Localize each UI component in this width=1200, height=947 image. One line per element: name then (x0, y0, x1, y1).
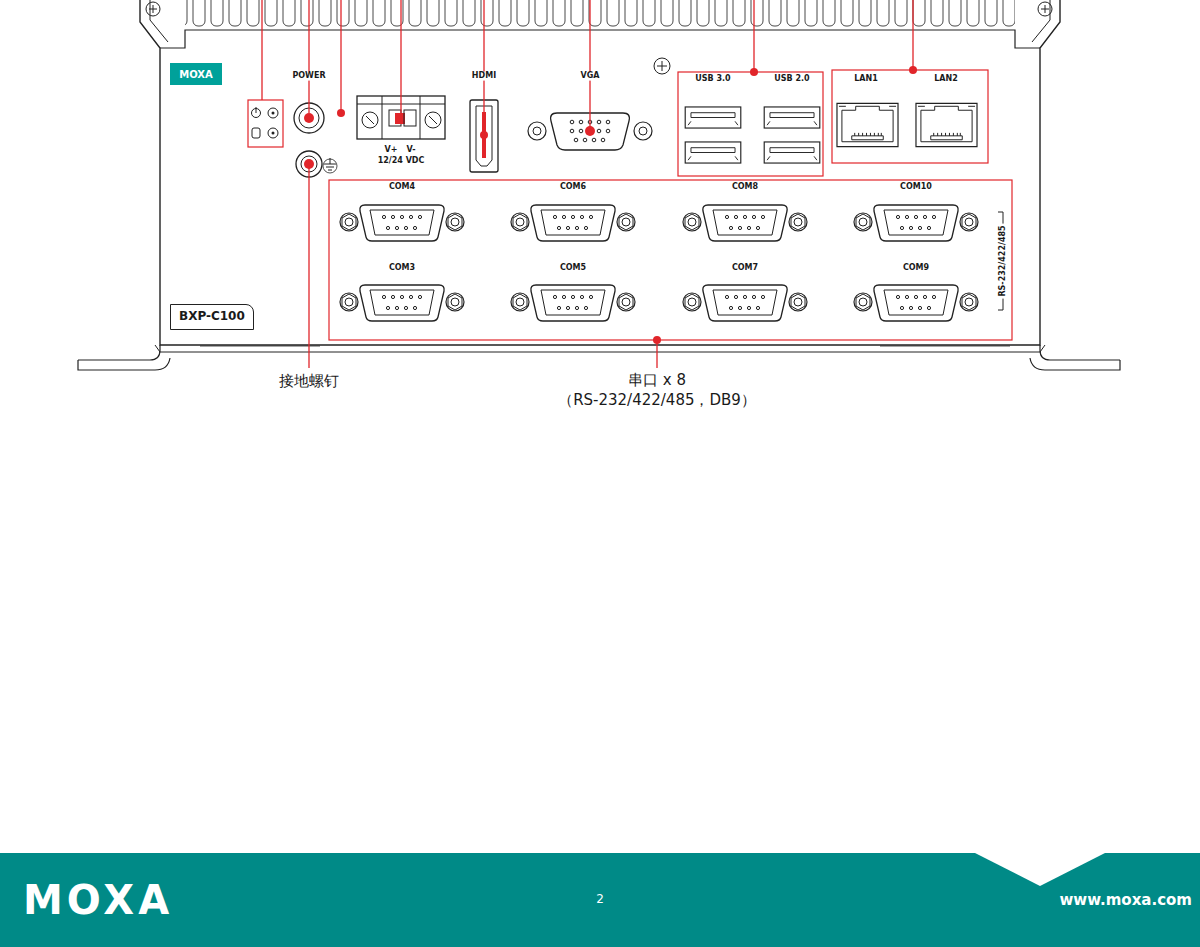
port-name: COM9 (901, 264, 931, 273)
logo-text: MOXA (177, 69, 215, 80)
callout-label: （RS-232/422/485，DB9） (556, 392, 758, 409)
callout-label: 串口 x 8 (626, 372, 688, 389)
port-name: COM10 (898, 183, 934, 192)
port-name: LAN1 (852, 75, 880, 84)
port-name: USB 2.0 (772, 75, 811, 84)
footer-url: www.moxa.com (1057, 892, 1194, 909)
port-name: COM8 (730, 183, 760, 192)
serial-standard: RS-232/422/485 (999, 223, 1008, 298)
port-name: LAN2 (932, 75, 960, 84)
port-name: COM7 (730, 264, 760, 273)
footer-logo: MOXA (21, 878, 175, 922)
port-name: VGA (579, 72, 602, 81)
page-number: 2 (594, 893, 606, 906)
terminal-pin: V- (405, 146, 418, 155)
port-name: COM5 (558, 264, 588, 273)
port-name: POWER (290, 72, 327, 81)
terminal-pin: V+ (383, 146, 400, 155)
port-name: USB 3.0 (693, 75, 732, 84)
port-name: COM3 (387, 264, 417, 273)
port-name: HDMI (470, 72, 498, 81)
port-name: COM4 (387, 183, 417, 192)
port-name: COM6 (558, 183, 588, 192)
model-plate: BXP-C100 (170, 304, 254, 330)
callout-label: 接地螺钉 (277, 373, 341, 390)
voltage-rating: 12/24 VDC (376, 157, 427, 166)
model-name: BXP-C100 (179, 309, 245, 323)
